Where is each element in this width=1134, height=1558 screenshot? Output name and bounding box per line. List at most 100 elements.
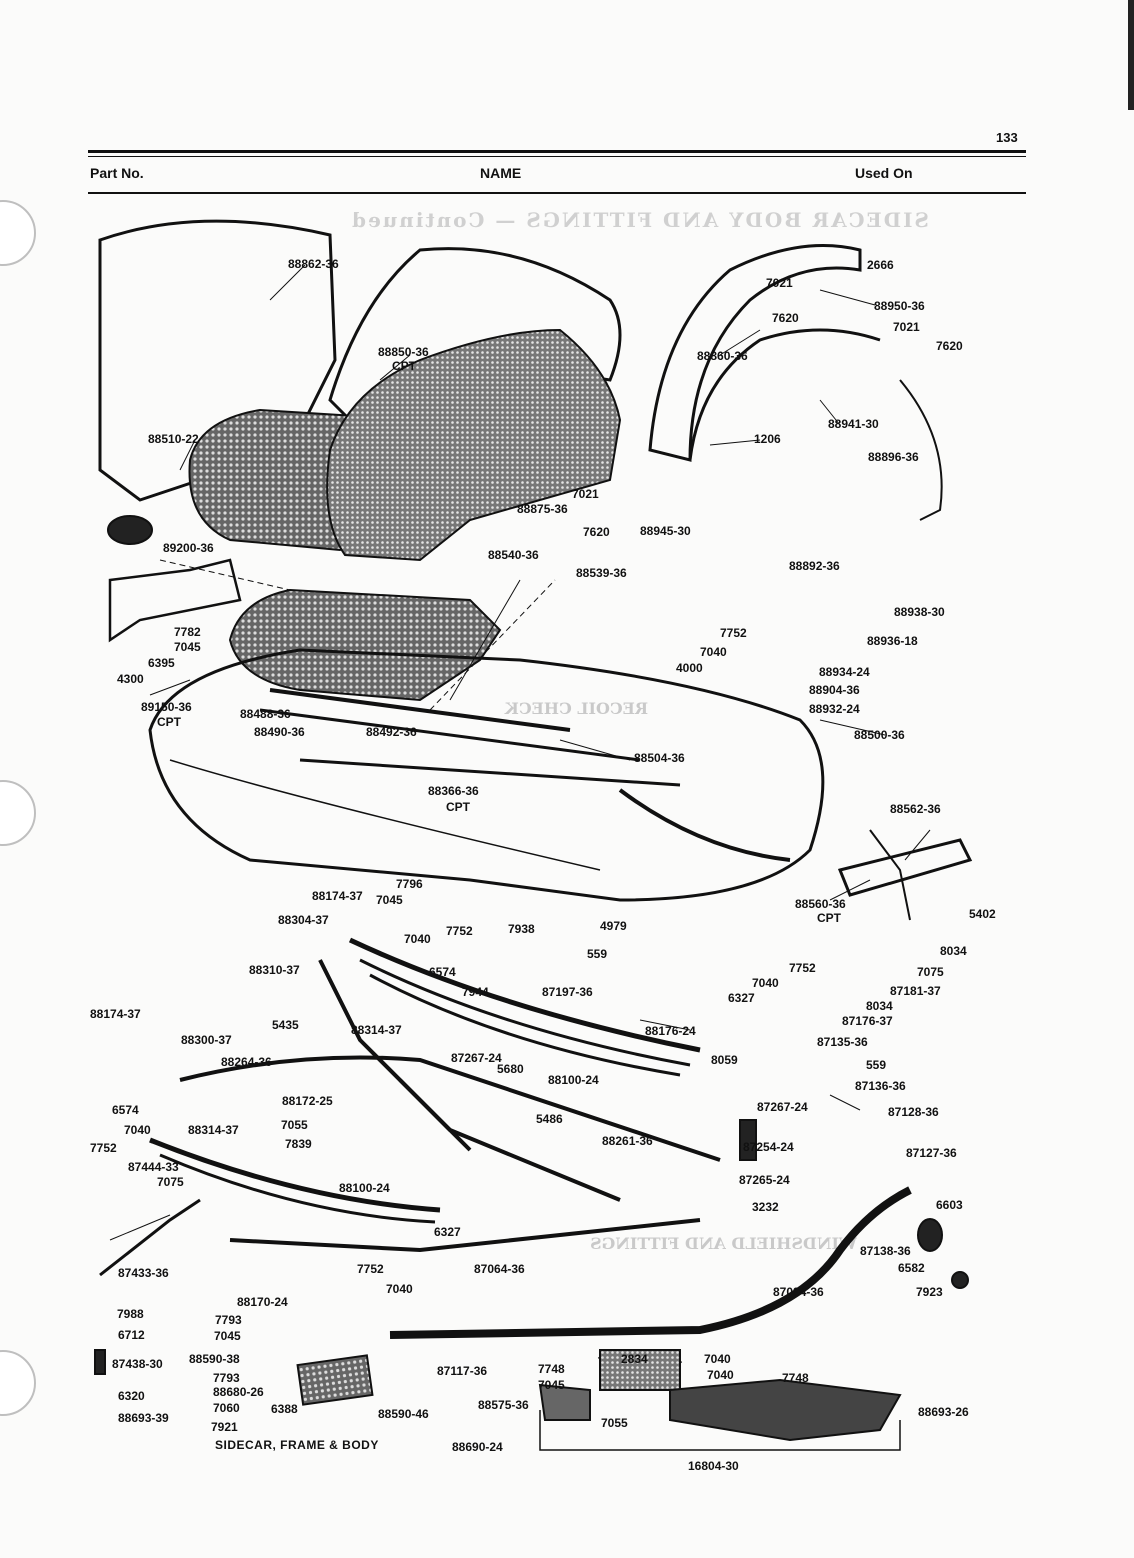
leaf-spring-rear-drawing [149,1137,441,1213]
part-callout: 6395 [148,656,175,670]
part-callout: 2834 [621,1352,648,1366]
part-callout: 6712 [118,1328,145,1342]
part-callout: 88590-46 [378,1407,429,1421]
part-callout: 88488-36 [240,707,291,721]
part-callout: 8034 [940,944,967,958]
part-callout: 2666 [867,258,894,272]
part-callout: 16804-30 [688,1459,739,1473]
part-callout: 88300-37 [181,1033,232,1047]
part-callout: 88936-18 [867,634,918,648]
part-callout: 87136-36 [855,1079,906,1093]
part-callout: 8059 [711,1053,738,1067]
part-callout: 87267-24 [757,1100,808,1114]
part-callout: 7782 [174,625,201,639]
part-callout: 88314-37 [351,1023,402,1037]
part-callout: 88862-36 [288,257,339,271]
part-callout: 4300 [117,672,144,686]
figure-caption: SIDECAR, FRAME & BODY [215,1438,379,1452]
part-callout: 559 [866,1058,886,1072]
part-callout: 88693-39 [118,1411,169,1425]
part-callout: 6582 [898,1261,925,1275]
part-callout: 88875-36 [517,502,568,516]
part-callout: 88690-24 [452,1440,503,1454]
part-callout: 7923 [916,1285,943,1299]
part-callout: 88264-36 [221,1055,272,1069]
part-callout: 4000 [676,661,703,675]
part-callout: 7793 [213,1371,240,1385]
bracket-drawing [108,558,242,643]
part-callout: 7988 [117,1307,144,1321]
part-callout: 1206 [754,432,781,446]
part-callout: 88945-30 [640,524,691,538]
windshield-left-drawing [98,219,337,502]
part-callout: 87064-36 [474,1262,525,1276]
part-callout: 88941-30 [828,417,879,431]
callout-labels: 88862-3688850-36CPT88510-2288860-3626667… [90,257,996,1473]
part-callout: 7021 [572,487,599,501]
part-callout: 87433-36 [118,1266,169,1280]
part-callout: 7040 [124,1123,151,1137]
part-callout: 7055 [601,1416,628,1430]
part-callout: 87265-24 [739,1173,790,1187]
part-callout: 7620 [583,525,610,539]
part-callout: 7045 [538,1378,565,1392]
part-callout: 88938-30 [894,605,945,619]
part-callout: 87094-36 [773,1285,824,1299]
part-callout: 7938 [508,922,535,936]
frame-tube-drawing [179,1055,721,1162]
part-callout: 88560-36 [795,897,846,911]
part-callout: 88540-36 [488,548,539,562]
sidecar-body-tub-drawing [148,648,825,902]
part-callout: 87128-36 [888,1105,939,1119]
part-callout: 7752 [446,924,473,938]
part-callout: 88261-36 [602,1134,653,1148]
part-callout: 88366-36 [428,784,479,798]
part-callout: CPT [446,800,471,814]
part-callout: 7620 [772,311,799,325]
footrest-drawing [296,1354,374,1406]
part-callout: 6603 [936,1198,963,1212]
step-plate-drawing [669,1378,902,1442]
part-callout: 88575-36 [478,1398,529,1412]
part-callout: 6327 [728,991,755,1005]
part-callout: 88504-36 [634,751,685,765]
part-callout: 6320 [118,1389,145,1403]
part-callout: 88170-24 [237,1295,288,1309]
part-callout: 88693-26 [918,1405,969,1419]
part-callout: 7839 [285,1137,312,1151]
part-callout: 7748 [782,1371,809,1385]
part-callout: 88304-37 [278,913,329,927]
part-callout: 7075 [157,1175,184,1189]
part-callout: 89150-36 [141,700,192,714]
part-callout: 5402 [969,907,996,921]
fender-drawing [648,244,862,462]
part-callout: 7075 [917,965,944,979]
axle-bar-drawing [389,1186,912,1339]
part-callout: 8034 [866,999,893,1013]
part-callout: 7045 [214,1329,241,1343]
part-callout: 88904-36 [809,683,860,697]
part-callout: 5435 [272,1018,299,1032]
part-callout: 7752 [90,1141,117,1155]
recoil-check-drawing [837,838,973,897]
part-callout: 88490-36 [254,725,305,739]
seat-cushion-drawing [228,588,502,702]
part-callout: 4979 [600,919,627,933]
part-callout: 88310-37 [249,963,300,977]
part-callout: 87135-36 [817,1035,868,1049]
part-callout: 87181-37 [890,984,941,998]
header-used-on: Used On [855,165,913,181]
part-callout: 88174-37 [90,1007,141,1021]
part-callout: 88892-36 [789,559,840,573]
part-callout: 7040 [752,976,779,990]
part-callout: 88492-36 [366,725,417,739]
part-callout: 6327 [434,1225,461,1239]
part-callout: 7040 [704,1352,731,1366]
part-callout: 7021 [766,276,793,290]
part-callout: 88510-22 [148,432,199,446]
part-callout: 87438-30 [112,1357,163,1371]
part-callout: 87127-36 [906,1146,957,1160]
part-callout: 87176-37 [842,1014,893,1028]
part-callout: 7040 [386,1282,413,1296]
part-callout: 88500-36 [854,728,905,742]
